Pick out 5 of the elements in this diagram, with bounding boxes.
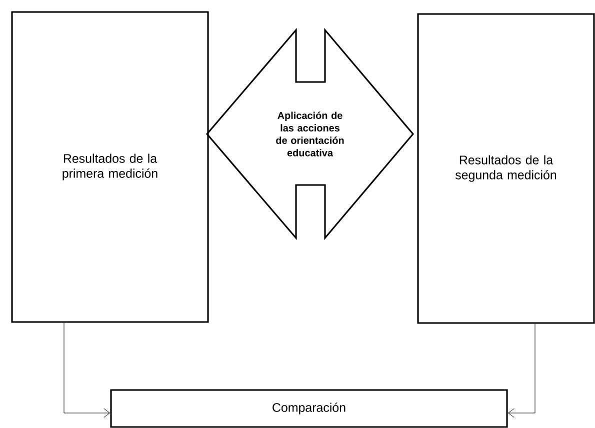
arrow (508, 324, 536, 418)
arrow (64, 322, 110, 418)
text-box: Comparación (110, 389, 508, 428)
text-box: Resultados de la primera medición (11, 11, 209, 323)
text-box: Resultados de la segunda medición (417, 13, 595, 324)
